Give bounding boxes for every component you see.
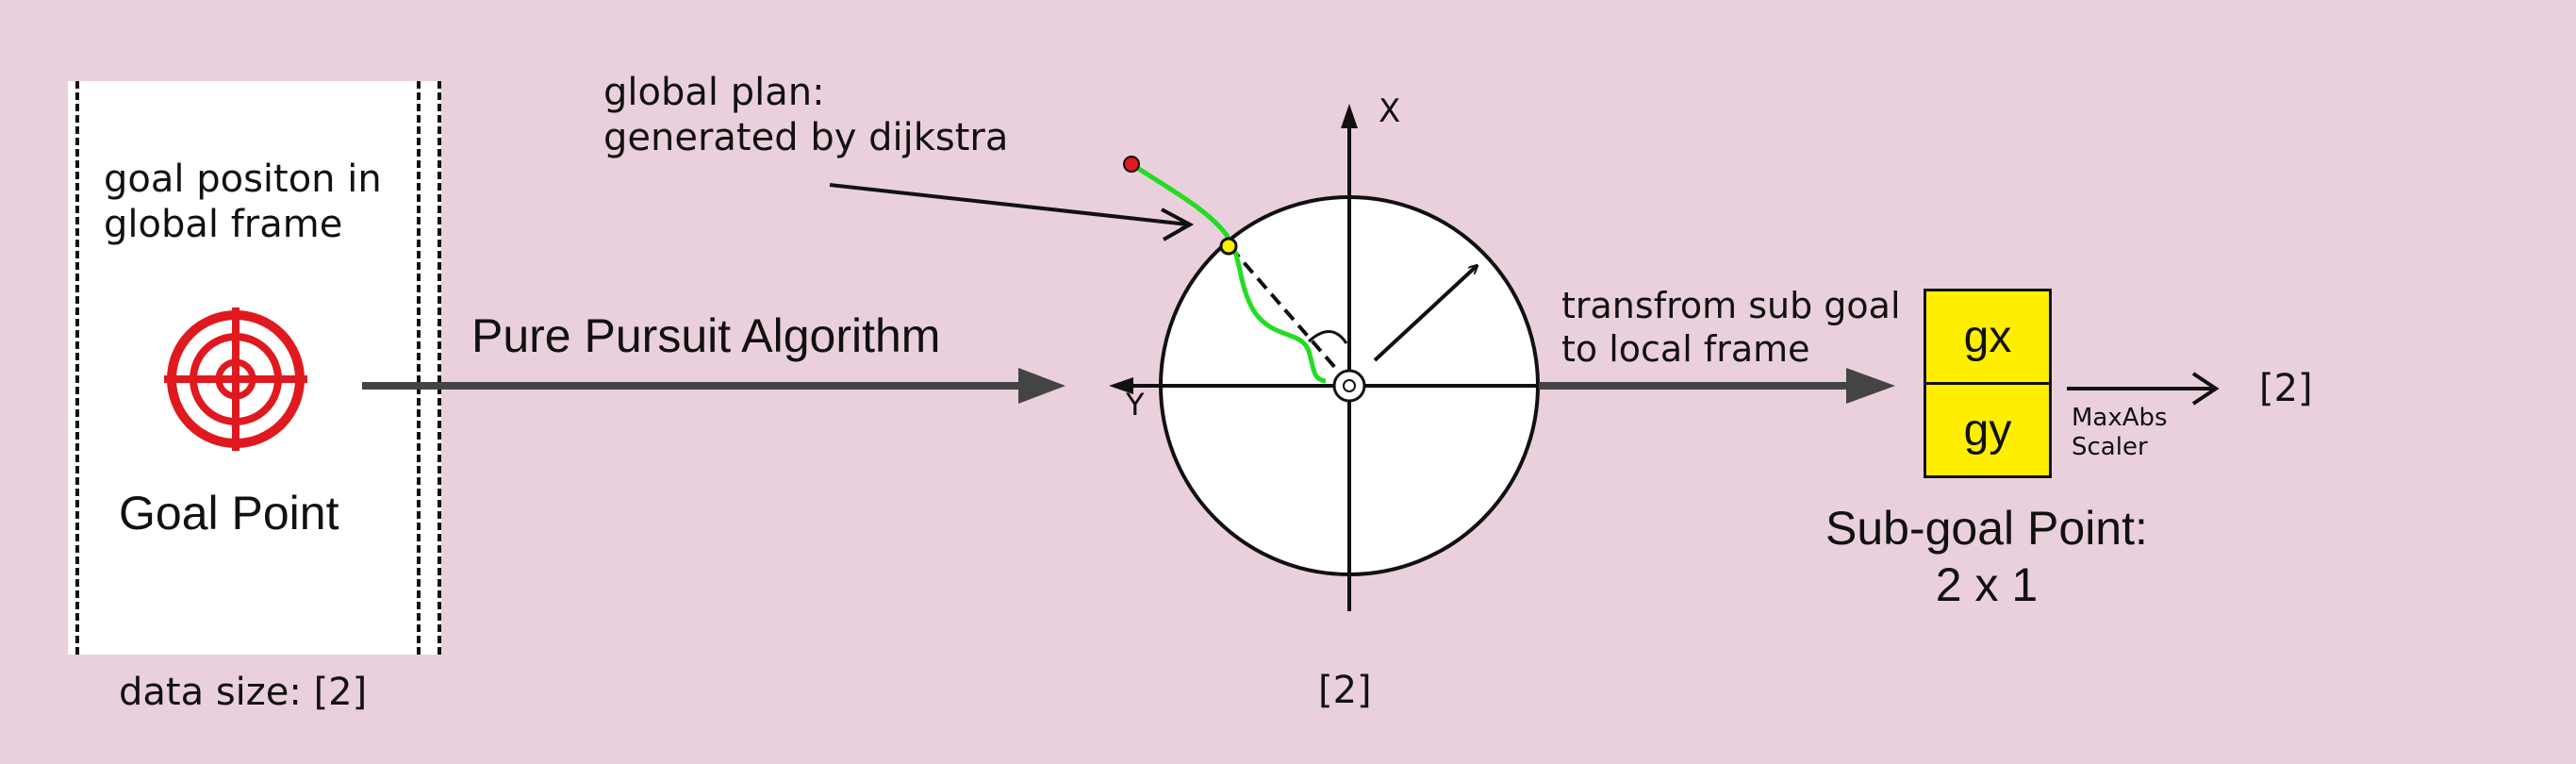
data-size-label: data size: [2]: [119, 671, 368, 714]
goal-panel-heading: goal positon in global frame: [104, 158, 382, 246]
global-plan-pointer: [829, 183, 1188, 224]
global-path: [1130, 161, 1327, 384]
frame-size-label: [2]: [1318, 669, 1372, 712]
x-axis-label: X: [1379, 92, 1401, 130]
panel-dashed-border-right-outer: [438, 81, 441, 655]
goal-panel: [68, 81, 441, 655]
pure-pursuit-label: Pure Pursuit Algorithm: [471, 309, 941, 362]
gy-text: gy: [1963, 405, 2012, 456]
transform-label: transfrom sub goal to local frame: [1561, 285, 1901, 370]
panel-dashed-border-left: [75, 81, 79, 655]
output-size-label: [2]: [2259, 367, 2313, 410]
global-plan-label: global plan: generated by dijkstra: [603, 71, 1009, 159]
scaler-label: MaxAbs Scaler: [2072, 404, 2168, 462]
path-start-point: [1123, 156, 1140, 173]
gx-text: gx: [1963, 311, 2012, 362]
subgoal-title: Sub-goal Point: 2 x 1: [1825, 502, 2148, 611]
gx-cell: gx: [1924, 289, 2052, 385]
pure-pursuit-arrowhead: [1018, 368, 1065, 404]
global-plan-pointer-head: [1161, 208, 1195, 241]
subgoal-dashed-line: [1229, 245, 1339, 372]
y-axis-label: Y: [1126, 387, 1145, 423]
target-icon: [164, 307, 307, 451]
robot-icon: [1332, 369, 1366, 403]
y-axis-arrowhead: [1109, 377, 1133, 394]
subgoal-point-marker: [1219, 237, 1238, 256]
output-arrowhead: [2191, 372, 2220, 406]
goal-point-label: Goal Point: [119, 487, 339, 540]
x-axis-arrowhead: [1341, 104, 1358, 128]
panel-dashed-border-right-inner: [417, 81, 421, 655]
gy-cell: gy: [1924, 382, 2052, 478]
radius-arrow: [1373, 266, 1477, 362]
robot-center: [1343, 379, 1356, 392]
transform-arrowhead: [1846, 368, 1895, 404]
theta-arc: [1307, 330, 1348, 344]
